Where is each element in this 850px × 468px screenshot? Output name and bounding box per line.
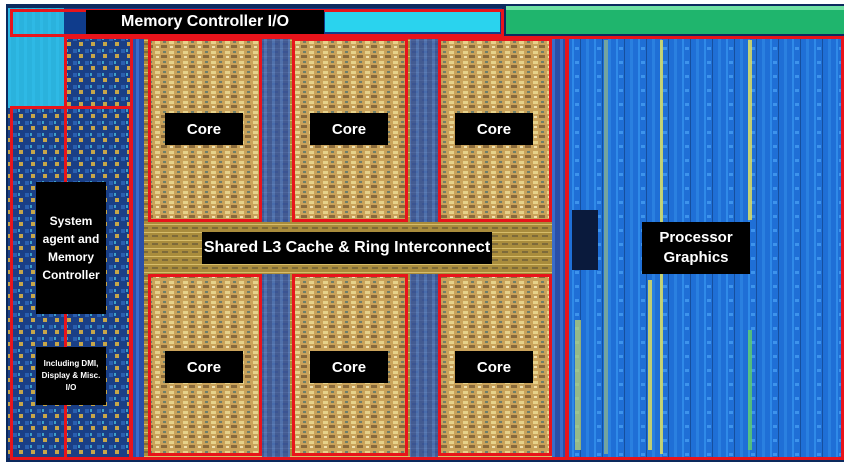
- core-label-4: Core: [165, 351, 243, 383]
- core-label-1: Core: [165, 113, 243, 145]
- system-agent-io-label: Including DMI, Display & Misc. I/O: [36, 347, 106, 405]
- core-label-5: Core: [310, 351, 388, 383]
- processor-graphics-label: Processor Graphics: [642, 222, 750, 274]
- system-agent-label: System agent and Memory Controller: [36, 182, 106, 314]
- memory-controller-io-label: Memory Controller I/O: [86, 10, 324, 34]
- core-label-3: Core: [455, 113, 533, 145]
- shared-cache-label: Shared L3 Cache & Ring Interconnect: [202, 232, 492, 264]
- core-label-6: Core: [455, 351, 533, 383]
- core-label-2: Core: [310, 113, 388, 145]
